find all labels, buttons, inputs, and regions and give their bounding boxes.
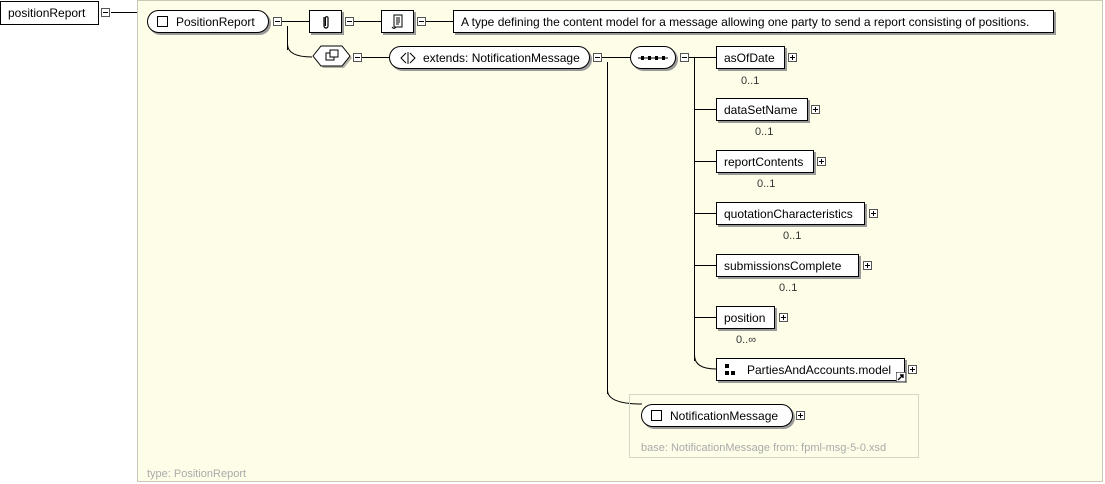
collapse-toggle-attributes[interactable] [345, 17, 354, 26]
connector [111, 12, 138, 13]
cardinality: 0..1 [755, 126, 774, 138]
expand-toggle-element[interactable] [863, 261, 872, 270]
element-box[interactable]: quotationCharacteristics [716, 202, 865, 225]
annotation-text: A type defining the content model for a … [453, 10, 1054, 33]
cardinality: 0..1 [779, 282, 798, 294]
link-arrow-icon[interactable] [896, 372, 906, 382]
annotation-text-content: A type defining the content model for a … [461, 14, 1030, 29]
element-box[interactable]: dataSetName [716, 98, 808, 121]
extension-label: extends: NotificationMessage [423, 50, 580, 65]
cardinality: 0..1 [741, 75, 760, 87]
extension-icon [400, 51, 416, 64]
expand-toggle-element[interactable] [788, 53, 797, 62]
collapse-toggle-type[interactable] [273, 17, 282, 26]
cardinality: 0..1 [783, 230, 802, 242]
expand-toggle-group-ref[interactable] [908, 365, 917, 374]
element-box[interactable]: asOfDate [716, 46, 785, 69]
attributes-icon [322, 15, 329, 29]
element-label: reportContents [724, 154, 804, 169]
connector [354, 21, 381, 22]
connector [426, 21, 453, 22]
connector [694, 109, 716, 110]
connector [607, 62, 608, 394]
group-ref-box[interactable]: PartiesAndAccounts.model [716, 358, 905, 381]
attributes-box[interactable] [309, 10, 342, 33]
collapse-toggle-sequence[interactable] [680, 53, 689, 62]
connector [694, 57, 716, 58]
base-type-info: base: NotificationMessage from: fpml-msg… [641, 442, 887, 454]
cardinality: 0..1 [757, 178, 776, 190]
connector [694, 265, 716, 266]
element-box[interactable]: position [716, 306, 775, 329]
collapse-toggle-extension[interactable] [593, 53, 602, 62]
type-footer: type: PositionReport [147, 468, 247, 480]
expand-toggle-element[interactable] [811, 105, 820, 114]
documentation-box[interactable] [381, 10, 414, 33]
connector [694, 317, 716, 318]
connector [689, 57, 694, 58]
connector [282, 21, 309, 22]
complex-type-icon [651, 410, 662, 421]
group-icon [325, 49, 339, 61]
base-type-frame [629, 394, 919, 458]
cardinality: 0..∞ [736, 334, 757, 346]
element-label: submissionsComplete [724, 258, 842, 273]
connector-curve [694, 355, 717, 370]
collapse-toggle-root[interactable] [101, 8, 110, 17]
complex-type-box[interactable]: PositionReport [147, 10, 269, 33]
connector-curve [287, 44, 313, 58]
connector [694, 57, 695, 361]
connector [694, 161, 716, 162]
connector [362, 57, 389, 58]
base-type-label: NotificationMessage [670, 408, 779, 423]
sequence-icon [638, 55, 668, 60]
sequence-box[interactable] [630, 46, 676, 69]
group-ref-label: PartiesAndAccounts.model [747, 362, 892, 377]
documentation-icon [391, 14, 402, 29]
collapse-toggle-group[interactable] [353, 53, 362, 62]
expand-toggle-element[interactable] [869, 209, 878, 218]
element-label: quotationCharacteristics [724, 206, 853, 221]
root-element-label: positionReport [8, 6, 86, 20]
base-type-box[interactable]: NotificationMessage [641, 404, 793, 427]
model-group-icon [725, 363, 735, 375]
connector [287, 26, 288, 50]
complex-type-icon [157, 16, 168, 27]
element-label: dataSetName [724, 102, 798, 117]
expand-toggle-base-type[interactable] [796, 411, 805, 420]
element-box[interactable]: submissionsComplete [716, 254, 859, 277]
element-label: position [724, 310, 766, 325]
group-box[interactable] [311, 45, 353, 69]
root-element-box[interactable]: positionReport [0, 1, 99, 25]
expand-toggle-element[interactable] [817, 157, 826, 166]
extension-box[interactable]: extends: NotificationMessage [389, 46, 590, 69]
complex-type-label: PositionReport [176, 14, 255, 29]
expand-toggle-element[interactable] [779, 313, 788, 322]
element-label: asOfDate [724, 50, 775, 65]
element-box[interactable]: reportContents [716, 150, 814, 173]
collapse-toggle-documentation[interactable] [417, 17, 426, 26]
connector-curve [607, 390, 643, 405]
connector [602, 57, 630, 58]
connector [694, 213, 716, 214]
